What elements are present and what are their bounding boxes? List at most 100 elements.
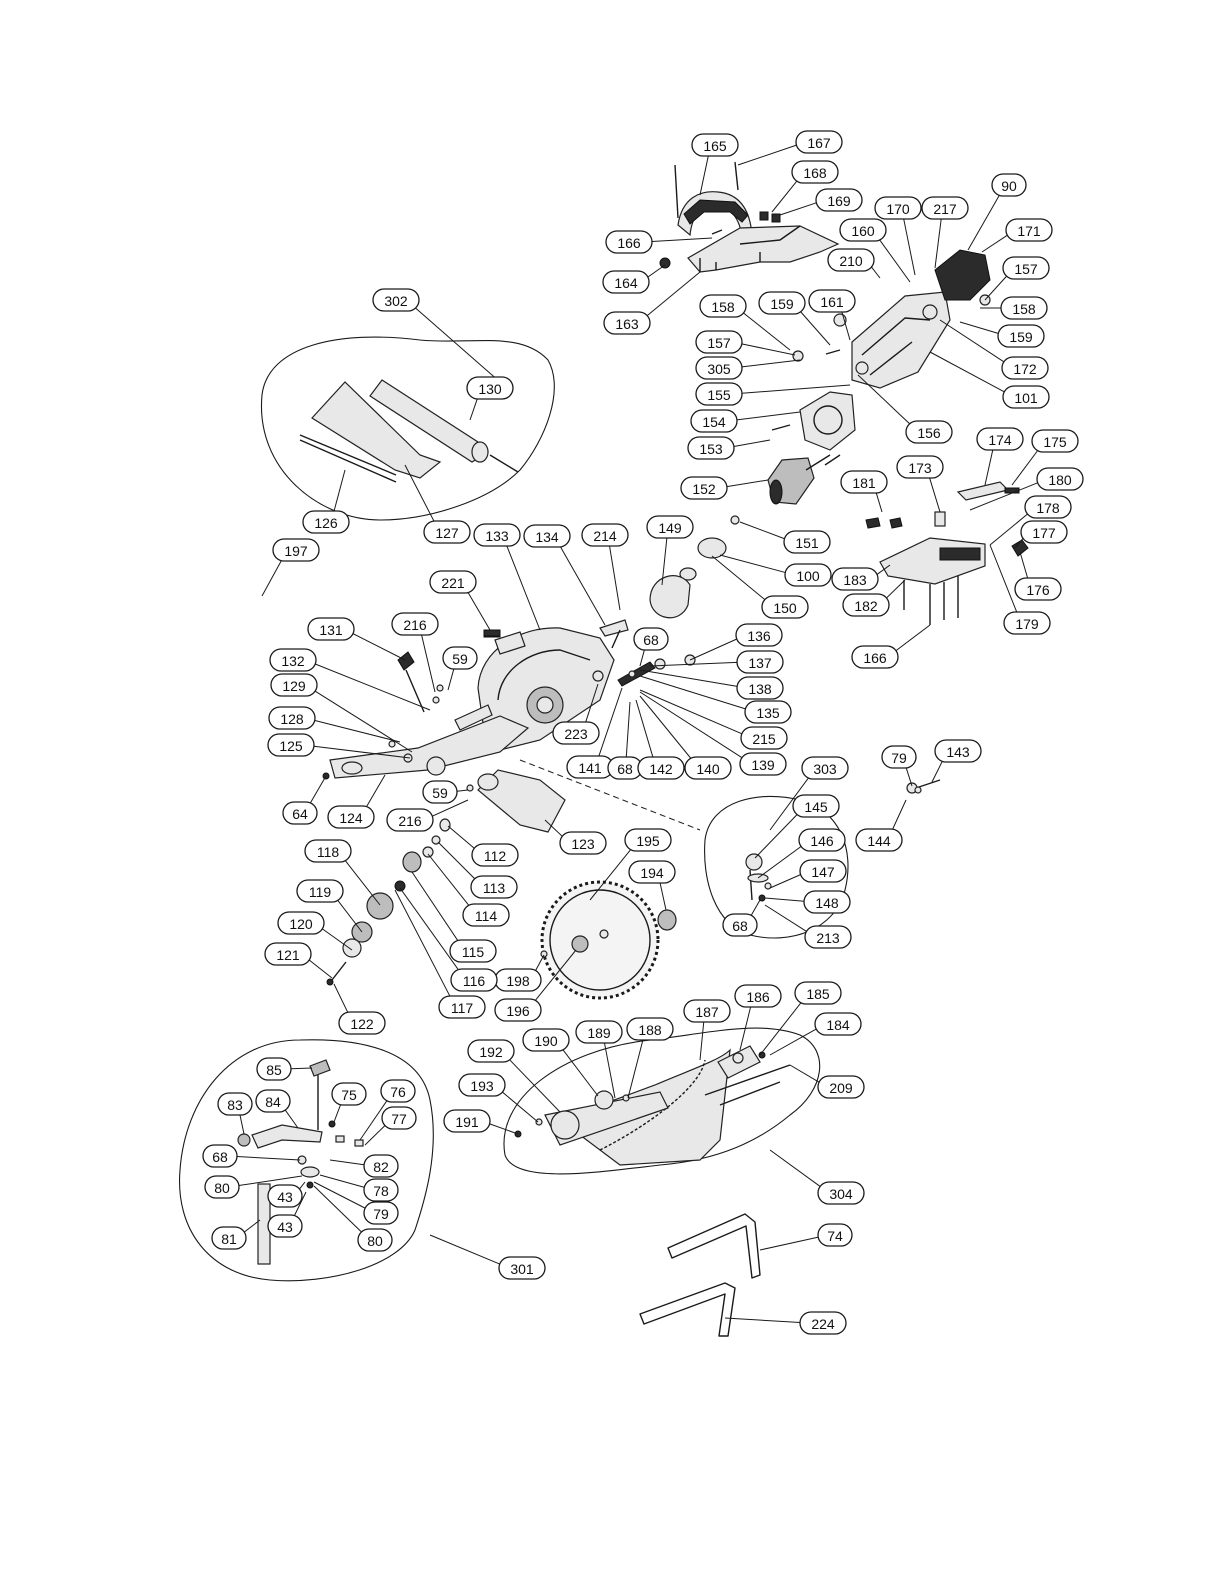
callout-pill [357,1228,393,1252]
leader-line-159 [959,321,999,335]
hex-key-74 [667,1213,761,1279]
callout-pill [839,218,887,242]
leader-line-134 [559,544,606,626]
callout-pill [991,173,1027,197]
leader-line-121 [307,958,333,979]
callout-80: 80 [357,1228,393,1252]
callout-label: 165 [703,138,727,154]
callout-215: 215 [740,726,788,750]
callout-158: 158 [1000,296,1048,320]
callout-pill [633,627,669,651]
callout-pill [1001,356,1049,380]
callout-pill [690,409,738,433]
callout-pill [683,999,731,1023]
hex-keys [639,1213,761,1337]
callout-pill [637,756,685,780]
callout-136: 136 [735,623,783,647]
callout-label: 209 [829,1080,853,1096]
leader-line-216 [421,634,436,693]
leader-line-123 [544,819,564,838]
callout-label: 161 [820,294,844,310]
leader-line-80 [313,1185,363,1234]
group-302-outline [260,336,555,521]
callout-label: 305 [707,361,731,377]
callout-101: 101 [1002,385,1050,409]
leader-line-142 [635,699,654,758]
callout-label: 78 [373,1183,389,1199]
leader-line-191 [489,1123,519,1135]
callout-pill [801,756,849,780]
callout-pill [628,860,676,884]
callout-label: 112 [484,848,507,864]
leader-line-64 [309,775,327,805]
leader-line-157 [984,274,1009,301]
callout-221: 221 [429,570,477,594]
leader-line-43 [298,1181,306,1191]
callout-label: 141 [578,760,602,776]
callout-145: 145 [792,794,840,818]
leader-line-217 [934,218,942,269]
callout-81: 81 [211,1226,247,1250]
leader-line-193 [500,1090,539,1123]
callout-label: 135 [756,705,780,721]
leader-line-80 [238,1175,303,1186]
callout-label: 179 [1015,616,1039,632]
leader-line-76 [359,1099,388,1141]
flange-stack [326,818,451,986]
callout-79: 79 [881,745,917,769]
callout-43: 43 [267,1184,303,1208]
callout-pill [307,617,355,641]
leader-line-192 [507,1057,561,1113]
callout-100: 100 [784,563,832,587]
callout-90: 90 [991,173,1027,197]
leader-line-303 [769,775,811,831]
callout-pill [874,196,922,220]
callout-130: 130 [466,376,514,400]
callout-159: 159 [997,324,1045,348]
callout-pill [905,420,953,444]
leader-line-145 [754,812,799,859]
callout-68: 68 [607,756,643,780]
callout-pill [799,859,847,883]
leader-line-151 [739,521,786,540]
callout-152: 152 [680,476,728,500]
callout-label: 43 [277,1189,293,1205]
callout-184: 184 [814,1012,862,1036]
leader-line-159 [798,309,831,346]
callout-43: 43 [267,1214,303,1238]
callout-label: 68 [212,1149,228,1165]
leader-line-138 [639,669,738,687]
callout-161: 161 [808,289,856,313]
callout-label: 170 [886,201,910,217]
callout-label: 147 [811,864,835,880]
callout-224: 224 [799,1311,847,1335]
callout-pill [256,1057,292,1081]
callout-pill [429,570,477,594]
callout-label: 101 [1014,390,1038,406]
callout-137: 137 [736,650,784,674]
callout-label: 123 [571,836,595,852]
callout-188: 188 [626,1017,674,1041]
leader-line-81 [243,1219,261,1233]
leader-line-215 [639,689,743,735]
callout-pill [808,289,856,313]
callout-label: 158 [1012,301,1036,317]
callout-pill [695,356,743,380]
leader-line-137 [649,661,738,667]
callout-label: 59 [452,651,468,667]
leader-line-164 [646,264,666,279]
switch-assembly [865,481,1029,625]
callout-pill [921,196,969,220]
callout-198: 198 [494,968,542,992]
callout-label: 84 [265,1094,281,1110]
callout-label: 151 [795,535,819,551]
leader-line-112 [447,825,476,850]
callout-pill [438,995,486,1019]
callout-label: 157 [1014,261,1038,277]
leader-line-118 [343,858,381,906]
leader-line-128 [314,719,401,743]
callout-label: 166 [617,235,641,251]
callout-label: 159 [770,296,794,312]
leader-line-115 [411,871,460,943]
field-stator [799,391,856,451]
